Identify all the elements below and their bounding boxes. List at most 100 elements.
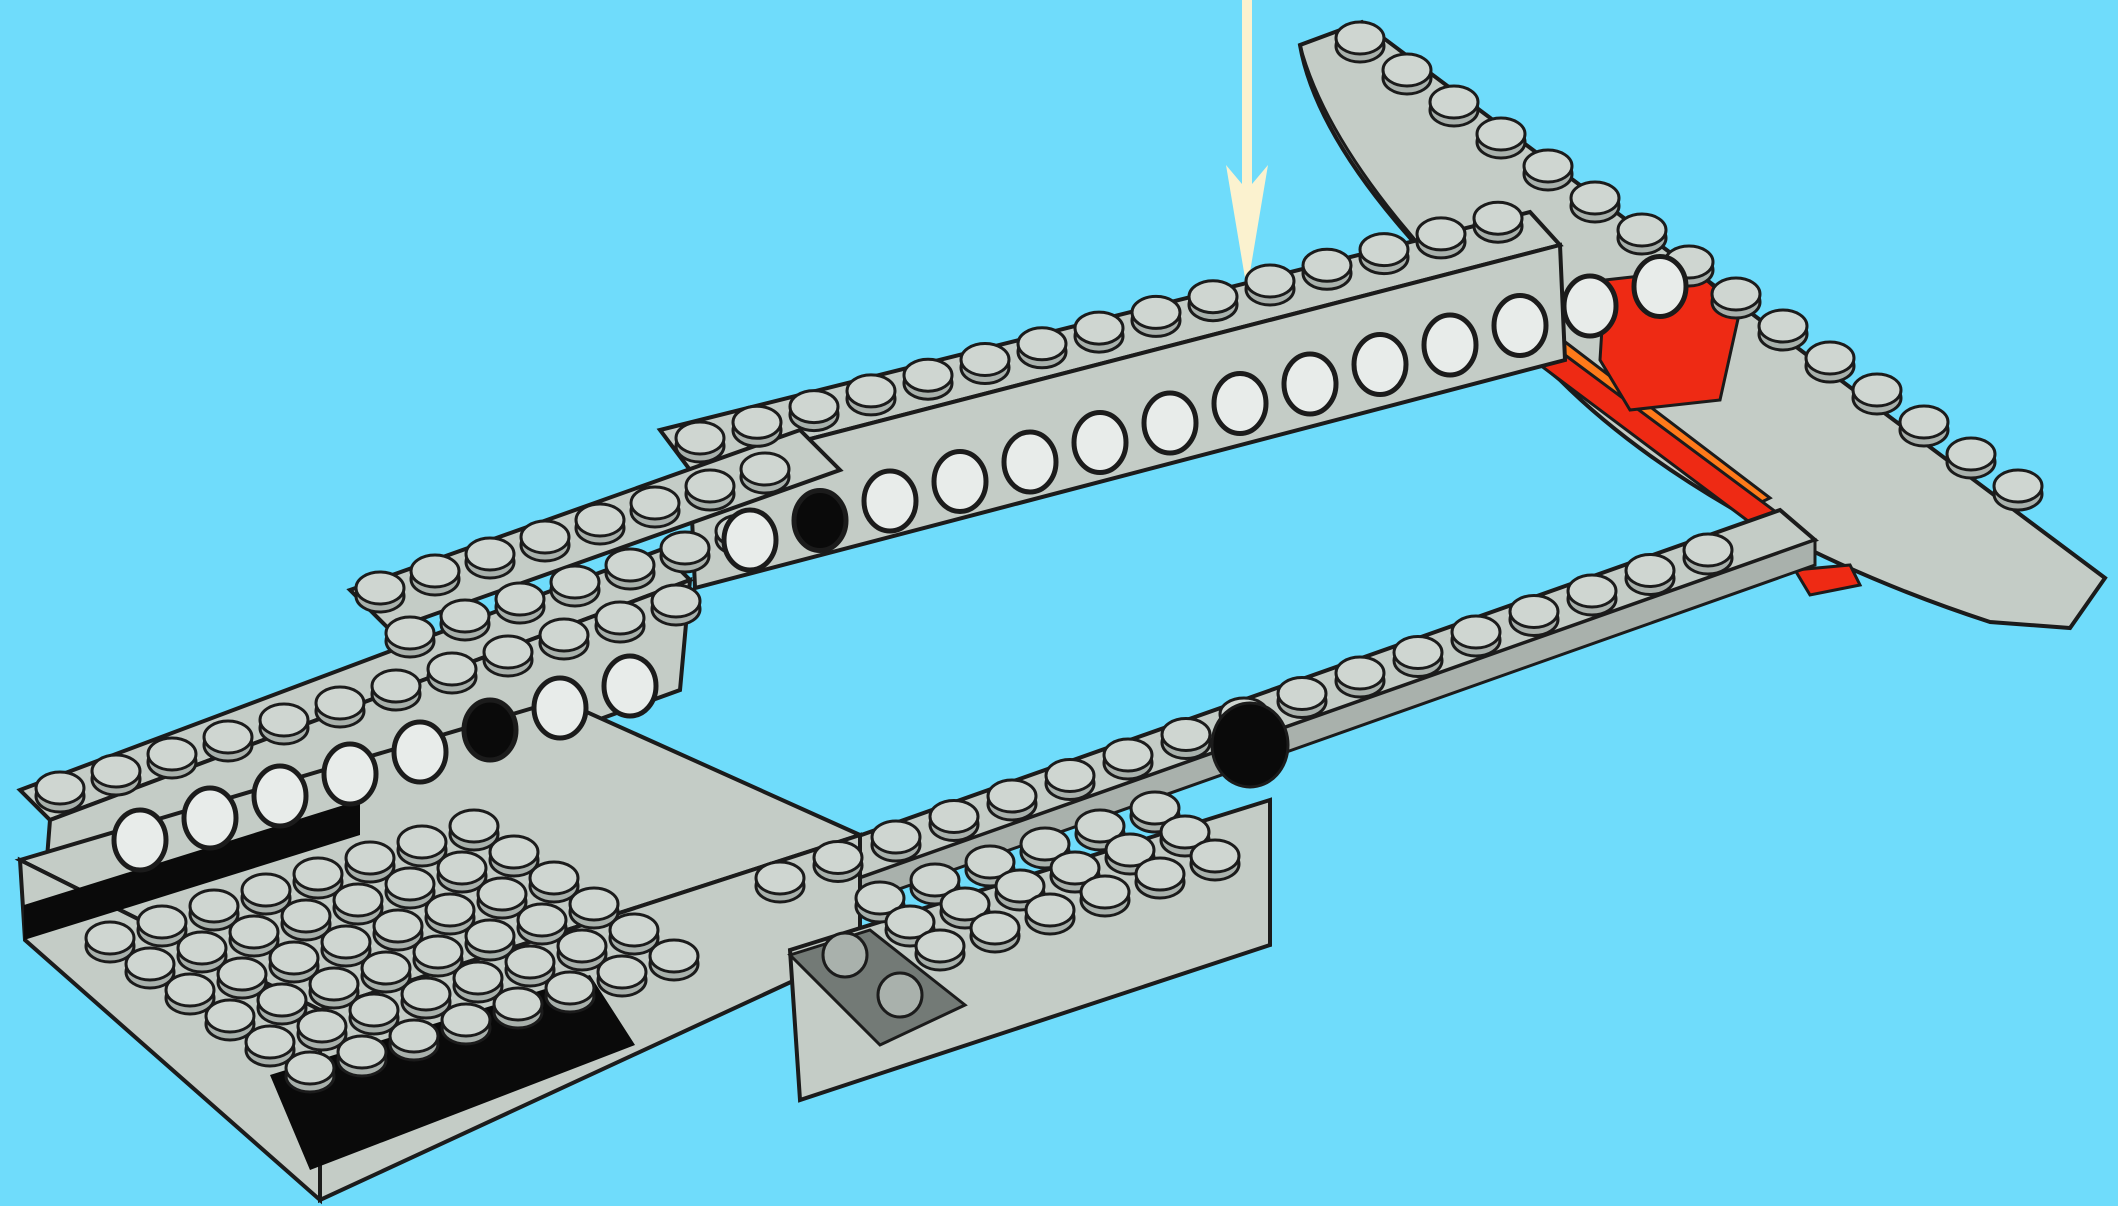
stud [814,842,862,882]
stud [650,940,698,980]
stud [610,914,658,954]
stud [1132,296,1180,336]
stud [398,826,446,866]
stud [1026,894,1074,934]
technic-hole [394,722,446,782]
stud [1947,438,1995,478]
technic-hole [1494,296,1546,356]
stud [916,930,964,970]
stud [1191,840,1239,880]
stud [596,602,644,642]
stud [1759,310,1807,350]
stud [438,852,486,892]
stud [1571,182,1619,222]
stud [756,862,804,902]
stud [1336,22,1384,62]
stud [570,888,618,928]
stud [930,801,978,841]
stud [1853,374,1901,414]
stud [496,583,544,623]
stud [1081,876,1129,916]
stud [741,453,789,493]
stud [258,984,306,1024]
stud [506,946,554,986]
stud [676,422,724,462]
technic-hole [254,766,306,826]
stud [1900,406,1948,446]
stud [1136,858,1184,898]
technic-hole [934,452,986,512]
stud [606,549,654,589]
stud [138,906,186,946]
stud [1474,202,1522,242]
stud [1510,596,1558,636]
stud [1712,278,1760,318]
stud [988,780,1036,820]
stud [872,821,920,861]
technic-hole [1564,276,1616,336]
stud [86,922,134,962]
technic-hole [1074,413,1126,473]
stud [1104,739,1152,779]
stud [598,956,646,996]
stud [1618,214,1666,254]
stud [386,868,434,908]
stud [466,920,514,960]
stud [1394,637,1442,677]
stud [546,972,594,1012]
stud [1046,760,1094,800]
stud [1189,281,1237,321]
stud [286,1052,334,1092]
technic-hole [864,471,916,531]
stud [190,890,238,930]
stud [686,470,734,510]
stud [294,858,342,898]
stud [1626,555,1674,595]
stud [631,487,679,527]
stud [530,862,578,902]
stud [411,555,459,595]
stud [1336,657,1384,697]
stud [1806,342,1854,382]
stud [1075,312,1123,352]
stud [441,600,489,640]
stud [148,738,196,778]
stud [652,585,700,625]
stud [1430,86,1478,126]
technic-hole [114,810,166,870]
stud [334,884,382,924]
technic-hole [184,788,236,848]
stud [466,538,514,578]
stud [1278,678,1326,718]
stud [478,878,526,918]
stud [961,344,1009,384]
stud [1246,265,1294,305]
technic-hole [1634,257,1686,317]
technic-hole [534,678,586,738]
stud [414,936,462,976]
technic-hole [1284,354,1336,414]
stud [246,1026,294,1066]
stud [450,810,498,850]
stud [540,619,588,659]
black-pin [464,700,516,760]
stud [1994,470,2042,510]
stud [282,900,330,940]
stud [178,932,226,972]
stud [847,375,895,415]
stud [92,755,140,795]
stud [518,904,566,944]
technic-hole [324,744,376,804]
black-pin-large [1212,703,1288,787]
technic-hole [1004,432,1056,492]
stud [218,958,266,998]
stud [1524,150,1572,190]
stud [1360,234,1408,274]
technic-hole [1424,315,1476,375]
stud [402,978,450,1018]
stud [442,1004,490,1044]
stud [576,504,624,544]
stud [733,406,781,446]
technic-hole [1354,335,1406,395]
